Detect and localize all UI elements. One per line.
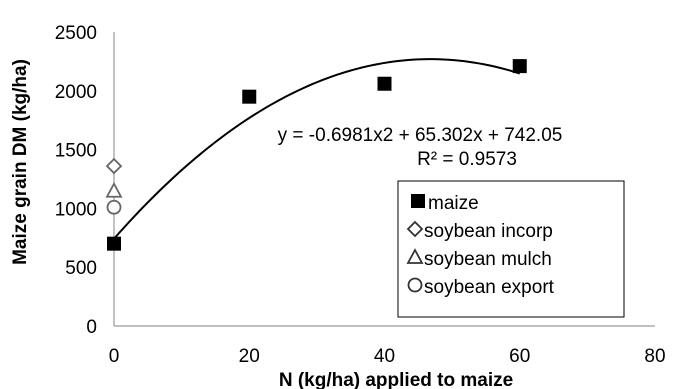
x-tick-labels: 0 20 40 60 80 xyxy=(109,346,666,367)
y-tick-label: 2500 xyxy=(55,23,97,44)
x-tick-label: 80 xyxy=(644,346,665,367)
legend-marker-soybean-incorp xyxy=(406,220,424,238)
y-tick-label: 1000 xyxy=(55,199,97,220)
data-point-maize xyxy=(377,76,392,91)
legend-label: maize xyxy=(428,193,479,214)
y-tick-label: 2000 xyxy=(55,82,97,103)
x-tick-label: 0 xyxy=(109,346,120,367)
y-tick-label: 1500 xyxy=(55,141,97,162)
data-point-maize xyxy=(512,59,527,74)
legend-label: soybean export xyxy=(424,277,555,298)
x-tick-label: 60 xyxy=(509,346,530,367)
axes xyxy=(113,32,655,327)
legend-label: soybean incorp xyxy=(424,221,553,242)
legend-label: soybean mulch xyxy=(424,249,552,270)
y-tick-labels: 0 500 1000 1500 2000 2500 xyxy=(55,23,97,338)
data-point-soybean-mulch xyxy=(105,181,123,198)
data-points xyxy=(105,59,527,251)
data-point-soybean-incorp xyxy=(105,157,123,175)
y-tick-label: 0 xyxy=(86,317,97,338)
legend-marker-maize xyxy=(411,194,425,208)
legend-marker-soybean-mulch xyxy=(406,248,424,264)
trendline xyxy=(113,58,521,240)
y-axis-title: Maize grain DM (kg/ha) xyxy=(10,59,31,265)
x-tick-label: 40 xyxy=(374,346,395,367)
trendline-equation: y = -0.6981x2 + 65.302x + 742.05 xyxy=(278,125,563,146)
x-axis-title: N (kg/ha) applied to maize xyxy=(279,370,513,389)
data-point-maize xyxy=(107,236,121,251)
data-point-soybean-export xyxy=(106,199,122,215)
trendline-r-squared: R² = 0.9573 xyxy=(417,149,517,170)
x-tick-label: 20 xyxy=(239,346,260,367)
legend: maize soybean incorp soybean mulch soybean … xyxy=(397,180,625,318)
legend-marker-soybean-export xyxy=(407,277,423,293)
y-tick-label: 500 xyxy=(65,258,97,279)
trendline-curve xyxy=(113,58,521,240)
legend-box xyxy=(397,180,625,318)
data-point-maize xyxy=(242,89,257,104)
